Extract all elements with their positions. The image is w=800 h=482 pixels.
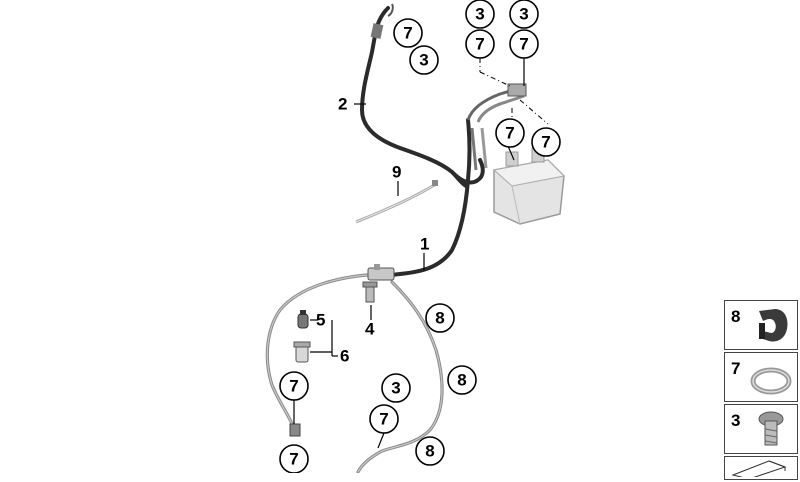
bolt-part-4 [362,281,378,303]
svg-text:7: 7 [403,24,412,43]
label-part-2: 2 [338,95,347,114]
label-part-4: 4 [365,320,375,339]
callout-abs-7b: 7 [531,127,561,157]
svg-text:7: 7 [289,450,298,469]
legend-number: 3 [731,411,741,430]
callout-r1-3: 3 [465,0,495,29]
svg-text:7: 7 [541,133,550,152]
svg-text:8: 8 [435,309,444,328]
abs-unit [492,147,566,225]
label-part-6: 6 [340,347,349,366]
callout-right-8: 8 [447,365,477,395]
label-part-5: 5 [316,311,325,330]
brake-line-main [380,118,485,278]
callout-top-3: 3 [409,45,439,75]
callout-r1-7: 7 [465,29,495,59]
sealing-ring-icon [750,367,792,395]
callout-bot-7: 7 [369,404,399,434]
fitting-part-6 [293,341,311,363]
label-part-1: 1 [420,235,429,254]
fitting-part-5 [297,310,309,329]
svg-text:7: 7 [519,35,528,54]
callout-r2-3: 3 [509,0,539,29]
banjo-bolt-icon [758,411,784,446]
svg-text:7: 7 [505,124,514,143]
label-part-9: 9 [392,163,401,182]
callout-r2-7: 7 [509,29,539,59]
parts-legend: 8 7 3 [724,300,798,482]
callout-top-7: 7 [393,18,423,48]
svg-text:3: 3 [419,51,428,70]
brake-hose-right [356,280,444,473]
distribution-fitting [367,264,395,281]
legend-item-parts-card [724,456,798,480]
callout-left-7: 7 [279,371,309,401]
svg-text:3: 3 [519,5,528,24]
legend-item-hose-clip: 8 [724,300,798,350]
legend-number: 7 [731,359,741,378]
abs-pipes [466,83,527,171]
svg-text:7: 7 [475,35,484,54]
svg-text:8: 8 [425,442,434,461]
callout-bot-3: 3 [381,373,411,403]
svg-text:8: 8 [457,371,466,390]
legend-item-sealing-ring: 7 [724,352,798,402]
leader-lines [293,58,549,449]
callout-mid-8: 8 [425,303,455,333]
callout-left-7b: 7 [279,444,309,473]
legend-number: 8 [731,307,741,326]
parts-card-icon [731,460,787,477]
callout-abs-7a: 7 [495,118,525,148]
svg-text:7: 7 [379,410,388,429]
svg-text:7: 7 [289,377,298,396]
brake-hose-left [265,272,382,437]
hose-clip-icon [759,309,788,342]
callout-bot-8: 8 [415,436,445,466]
legend-item-banjo-bolt: 3 [724,404,798,454]
svg-text:3: 3 [475,5,484,24]
svg-text:3: 3 [391,379,400,398]
cable-tie [355,180,438,224]
